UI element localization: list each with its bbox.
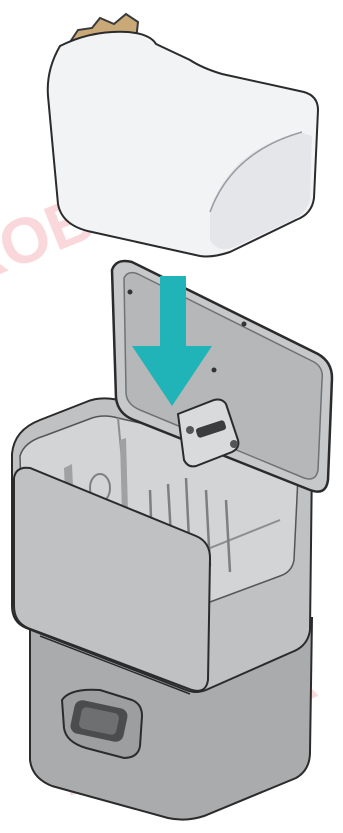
screw <box>212 368 217 373</box>
dust-bag <box>48 14 318 257</box>
screw <box>128 290 133 295</box>
screw <box>242 322 247 327</box>
